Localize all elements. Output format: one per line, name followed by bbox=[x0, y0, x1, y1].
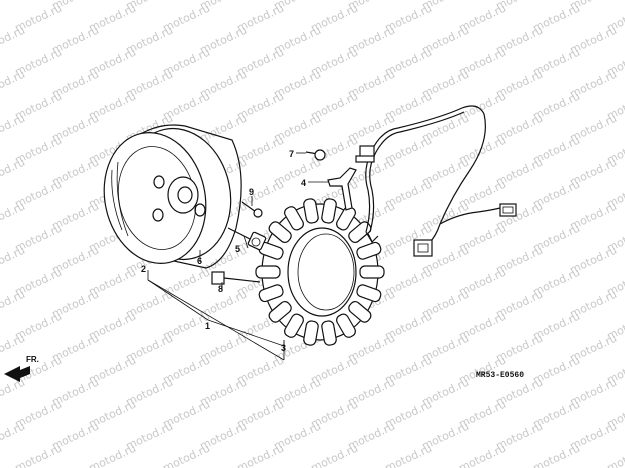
watermark-text: motod.ru bbox=[457, 442, 508, 468]
watermark-text: motod.ru bbox=[0, 332, 27, 365]
bolt-5 bbox=[227, 227, 267, 251]
watermark-text: motod.ru bbox=[13, 442, 64, 468]
watermark-text: motod.ru bbox=[0, 200, 27, 233]
watermark-text: motod.ru bbox=[531, 442, 582, 468]
callout-7: 7 bbox=[289, 149, 294, 159]
bolt-7 bbox=[305, 149, 326, 161]
stator bbox=[255, 198, 385, 346]
bolt-8 bbox=[211, 271, 261, 285]
watermark-text: motod.ru bbox=[0, 24, 27, 57]
callout-8: 8 bbox=[218, 284, 223, 294]
callout-9: 9 bbox=[249, 187, 254, 197]
watermark-text: motod.ru bbox=[161, 442, 212, 468]
stator-pole bbox=[359, 265, 385, 279]
watermark-text: motod.ru bbox=[0, 0, 27, 13]
stator-pole bbox=[348, 300, 372, 323]
diagram-code: MR53-E0560 bbox=[476, 371, 524, 380]
callout-6: 6 bbox=[197, 256, 202, 266]
wire-harness bbox=[327, 105, 517, 257]
callout-1: 1 bbox=[205, 321, 210, 331]
watermark-text: motod.ru bbox=[309, 442, 360, 468]
watermark-text: motod.ru bbox=[0, 376, 27, 409]
stator-pole bbox=[356, 241, 382, 260]
flywheel bbox=[103, 124, 242, 269]
stator-pole bbox=[255, 265, 281, 279]
watermark-text: motod.ru bbox=[87, 442, 138, 468]
watermark-text: motod.ru bbox=[0, 420, 27, 453]
stator-pole bbox=[321, 320, 337, 346]
stator-pole bbox=[348, 221, 372, 244]
stator-pole bbox=[268, 300, 292, 323]
stator-pole bbox=[356, 284, 382, 303]
watermark-text: motod.ru bbox=[0, 244, 27, 277]
watermark-text: motod.ru bbox=[383, 442, 434, 468]
watermark-text: motod.ru bbox=[0, 68, 27, 101]
bolt-9 bbox=[241, 201, 263, 218]
stator-pole bbox=[303, 320, 319, 346]
callout-4: 4 bbox=[301, 178, 306, 188]
stator-pole bbox=[284, 313, 304, 338]
stator-pole bbox=[284, 206, 304, 231]
watermark-text: motod.ru bbox=[605, 442, 625, 468]
direction-label: FR. bbox=[26, 355, 39, 364]
stator-pole bbox=[258, 284, 284, 303]
callout-3: 3 bbox=[281, 343, 286, 353]
callout-2: 2 bbox=[141, 264, 146, 274]
watermark-text: motod.ru bbox=[0, 288, 27, 321]
callout-5: 5 bbox=[235, 244, 240, 254]
watermark-text: motod.ru bbox=[0, 112, 27, 145]
stator-pole bbox=[268, 221, 292, 244]
watermark-text: motod.ru bbox=[235, 442, 286, 468]
stator-poles bbox=[255, 198, 385, 346]
front-direction-arrow: FR. bbox=[4, 355, 39, 382]
stator-pole bbox=[336, 313, 356, 338]
watermark-text: motod.ru bbox=[0, 156, 27, 189]
stator-pole bbox=[321, 198, 337, 224]
leader-lines bbox=[147, 152, 328, 361]
stator-pole bbox=[303, 198, 319, 224]
